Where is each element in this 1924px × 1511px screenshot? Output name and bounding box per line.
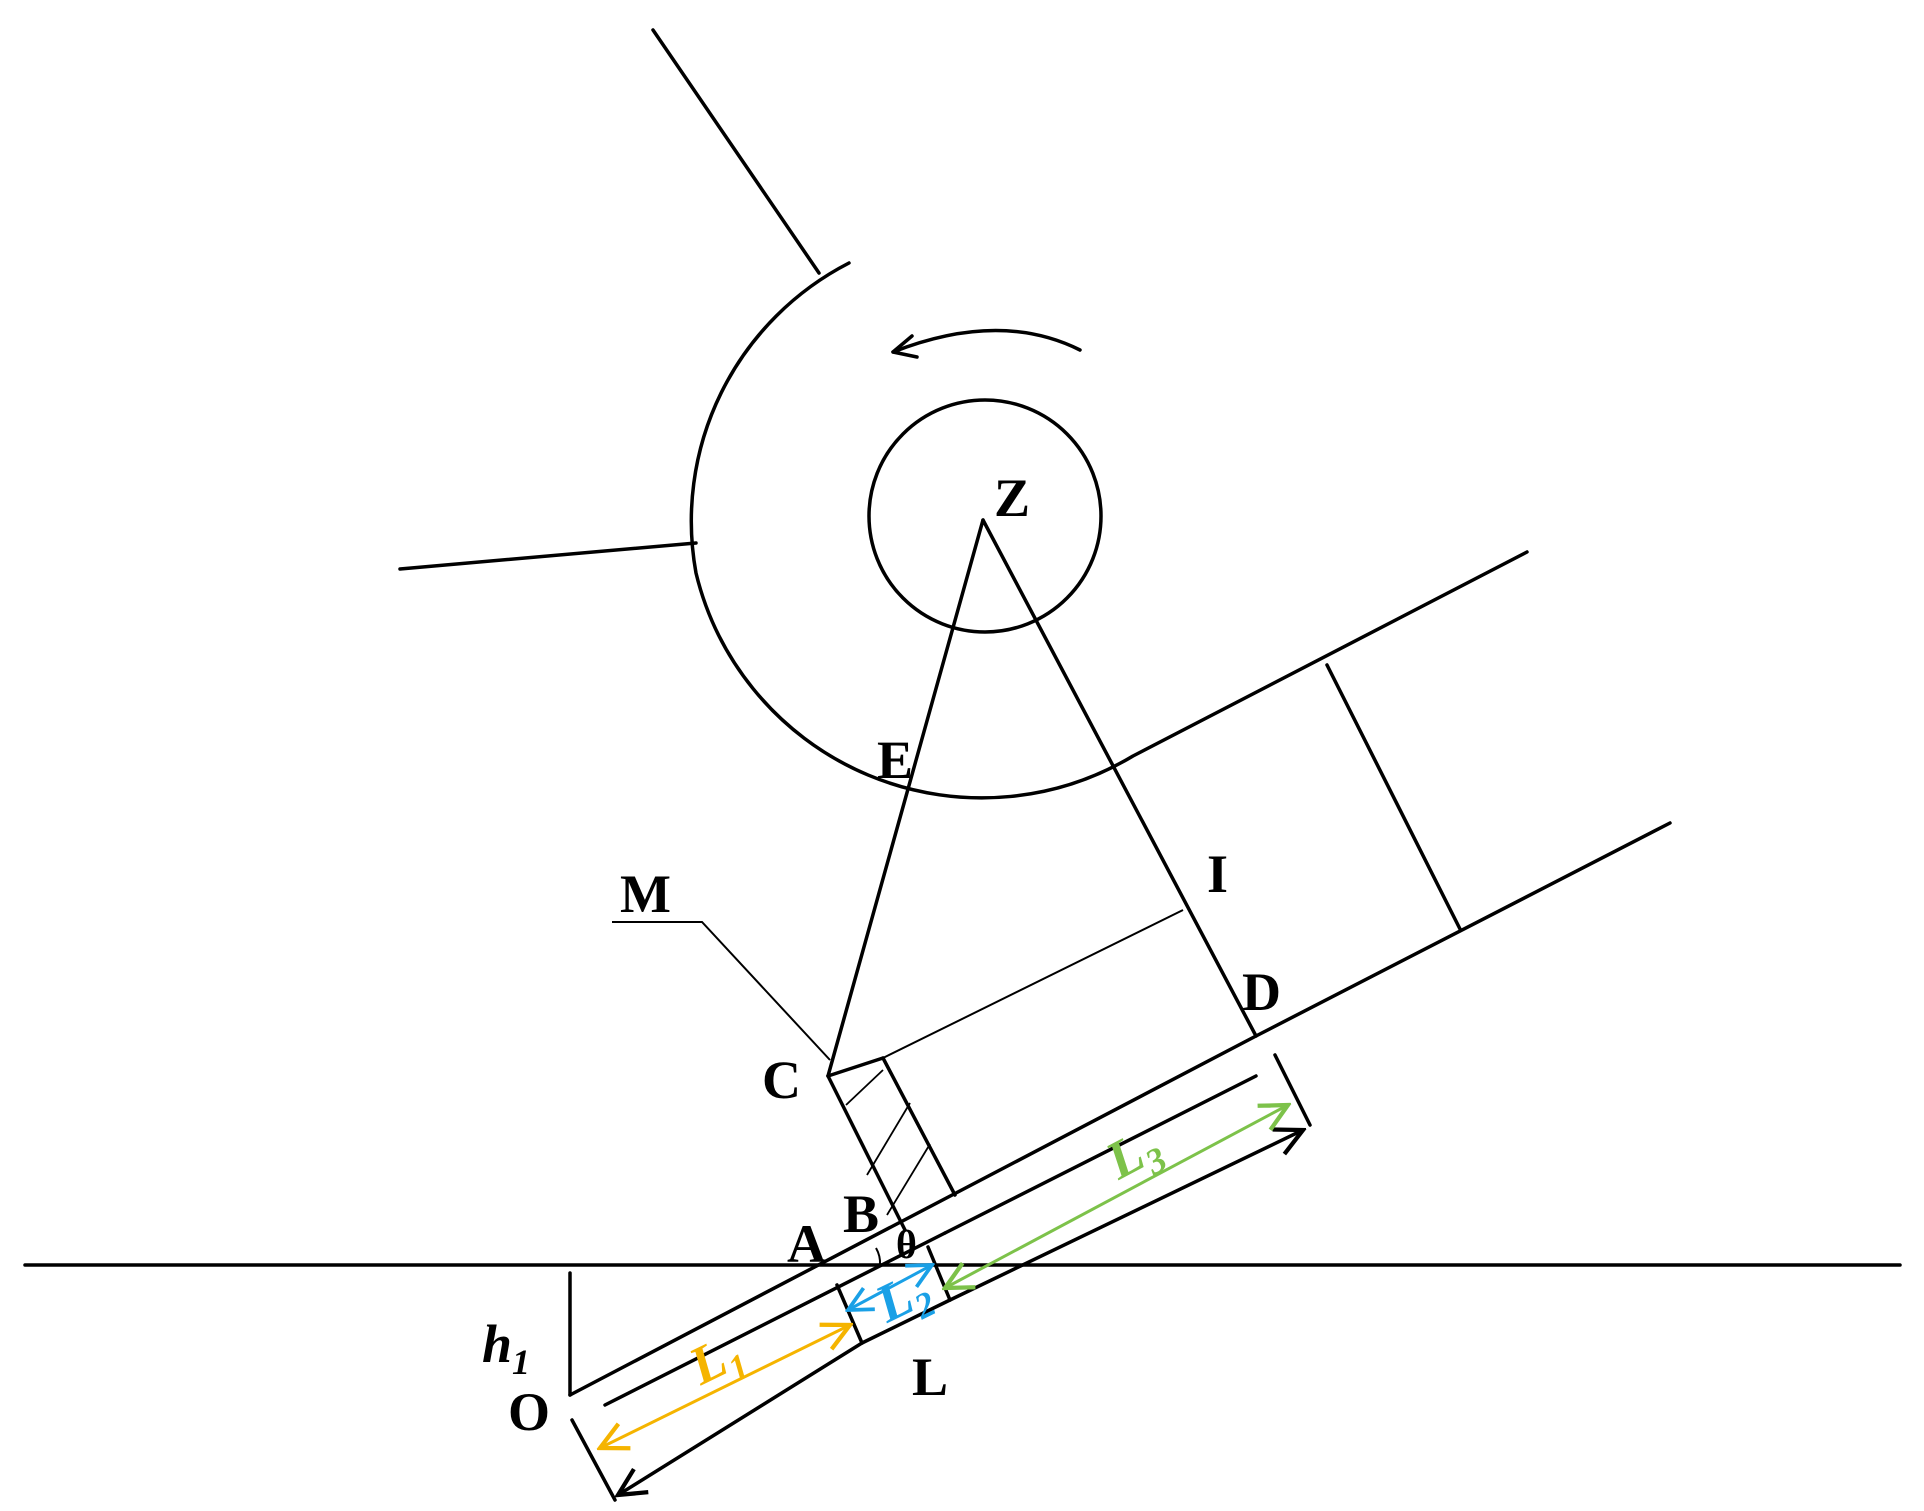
channel-lower-wall-right [943,1074,1258,1235]
housing-left-edge [398,541,698,571]
dim-L1-arrow [600,1325,850,1448]
housing-upper-edge [651,28,821,275]
label-O: O [508,1382,550,1442]
gate-hatch-1 [845,1069,884,1106]
dim-ext-left [570,1418,617,1502]
housing-arc [689,261,1529,800]
line-CI [882,909,1184,1059]
label-E: E [877,730,913,790]
gate-top [826,1056,885,1078]
channel-upper-wall [568,1034,1258,1397]
label-I: I [1207,844,1228,904]
rotation-arrow [891,328,1082,354]
label-M: M [620,864,671,924]
gate-hatch-3 [886,1143,931,1216]
L-cross-right [926,1245,952,1302]
dim-ext-right [1273,1053,1312,1127]
gate-hatch-2 [866,1102,911,1176]
link-ZC [826,518,985,1078]
label-D: D [1242,962,1281,1022]
label-theta: θ [896,1222,917,1267]
L-cross-left [835,1283,864,1345]
label-L: L [912,1347,948,1407]
angle-theta-arc [875,1247,882,1266]
duct-lower-upper-section [1254,821,1672,1038]
label-L2: L2 [865,1258,942,1342]
label-h1: h1 [482,1314,530,1382]
label-B: B [843,1184,879,1244]
gate-left [826,1074,907,1232]
dim-L3-arrow [945,1105,1288,1288]
link-ZD [981,518,1258,1038]
dim-L2-arrow [848,1265,932,1310]
duct-cross-line [1325,663,1462,931]
label-C: C [762,1050,801,1110]
label-Z: Z [994,468,1030,528]
hub-circle [867,398,1103,634]
gate-right [881,1056,957,1197]
label-A: A [787,1214,826,1274]
rotation-arrow-head [891,334,919,359]
leader-M [612,921,831,1061]
